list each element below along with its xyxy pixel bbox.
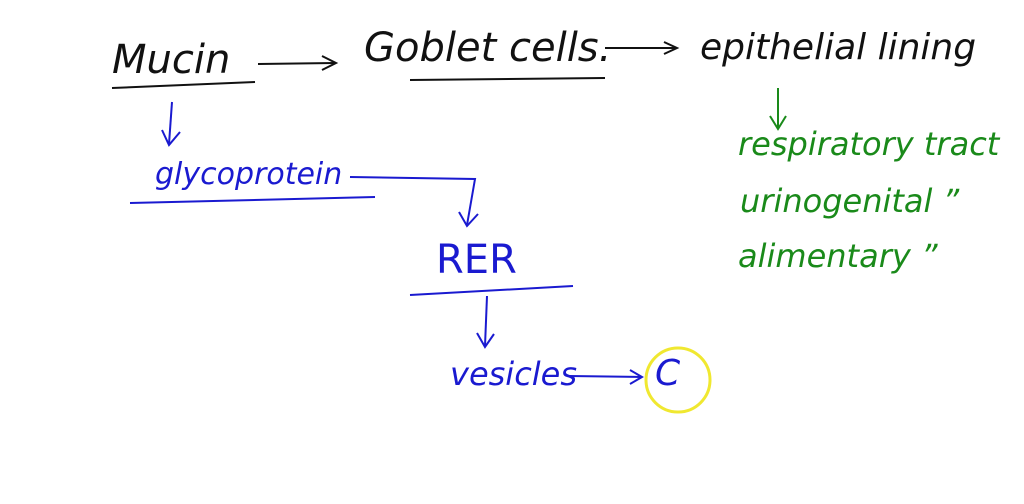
tract-urinogenital: urinogenital ” (740, 182, 960, 220)
arrow-rer-to-vesicles (476, 295, 495, 349)
glycoprotein-underline (129, 196, 376, 204)
arrow-glycoprotein-to-rer (349, 176, 479, 228)
node-vesicles: vesicles (450, 355, 578, 393)
node-c-mark: C (655, 353, 681, 394)
tract-alimentary: alimentary ” (738, 237, 938, 275)
arrow-mucin-to-goblet (257, 55, 339, 71)
node-epithelial-lining: epithelial lining (700, 27, 977, 68)
arrow-vesicles-to-c (568, 369, 644, 385)
rer-underline (409, 285, 574, 296)
goblet-underline (409, 77, 606, 81)
cursor-highlight-circle (644, 346, 712, 414)
node-glycoprotein: glycoprotein (155, 157, 343, 192)
node-goblet-cells: Goblet cells. (364, 25, 612, 71)
mucin-underline (111, 81, 256, 89)
arrow-mucin-to-glycoprotein (161, 101, 181, 147)
tract-respiratory: respiratory tract (738, 125, 1000, 163)
node-mucin: Mucin (112, 37, 231, 83)
node-rer: RER (436, 237, 517, 283)
arrow-epithelial-to-tracts (769, 88, 787, 131)
arrow-goblet-to-epithelial (605, 41, 680, 55)
